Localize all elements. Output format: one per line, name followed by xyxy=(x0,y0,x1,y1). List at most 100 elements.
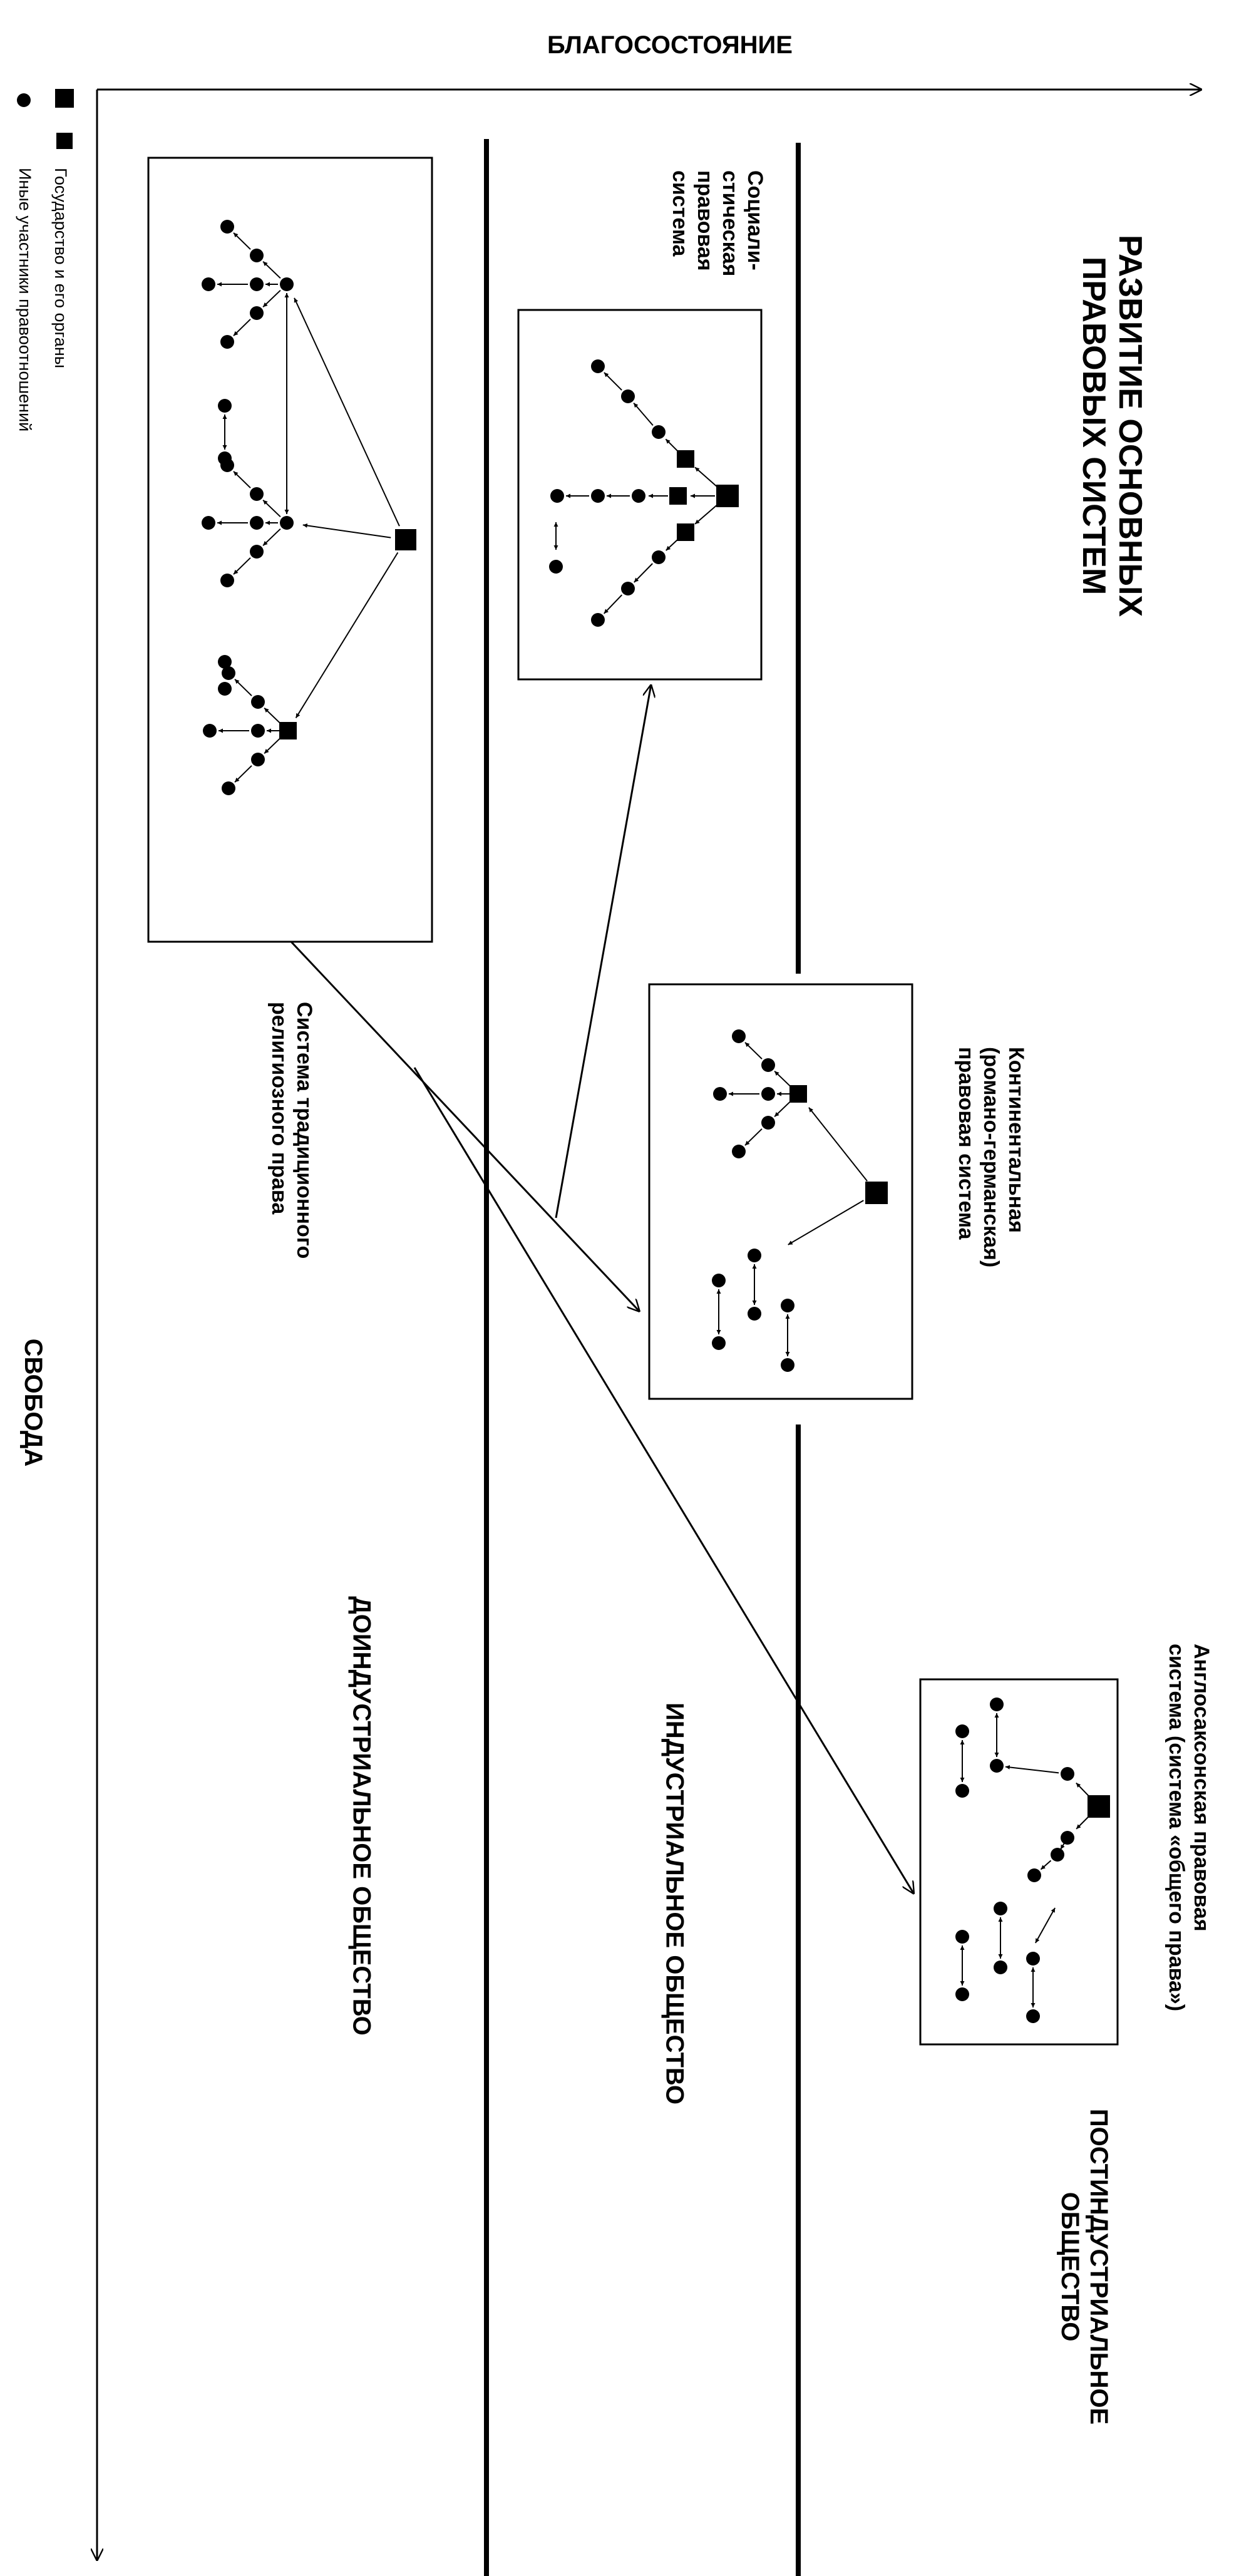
religious-label-line-2: религиозного права xyxy=(267,1002,291,1215)
continental-label-line-2: (романо-германская) xyxy=(979,1047,1003,1267)
participant-dot xyxy=(748,1307,761,1321)
state-square xyxy=(395,529,416,550)
relation-arrow xyxy=(1076,1782,1091,1798)
participant-dot xyxy=(250,277,264,291)
relation-arrow xyxy=(264,736,282,755)
relation-arrow xyxy=(302,523,391,538)
participant-dot xyxy=(1027,1868,1041,1882)
anglosaxon-system-box xyxy=(919,1678,1119,2046)
relation-arrow xyxy=(262,528,281,547)
participant-dot xyxy=(250,249,264,262)
religious-to-continental-arrow xyxy=(290,940,640,1312)
participant-dot xyxy=(251,724,265,738)
participant-dot xyxy=(220,220,234,234)
participant-dot xyxy=(621,582,635,595)
relation-arrow xyxy=(788,1200,864,1245)
state-square xyxy=(669,487,687,505)
relation-arrow xyxy=(665,438,679,453)
participant-dot xyxy=(591,489,605,503)
participant-dot xyxy=(712,1336,726,1350)
legend-state-square-large xyxy=(55,89,74,108)
participant-dot xyxy=(1026,2009,1040,2023)
participant-dot xyxy=(251,695,265,709)
axis-y-label-group: СВОБОДА xyxy=(19,1339,47,1467)
state-square xyxy=(677,523,694,541)
mutual-relation-arrow xyxy=(1035,1907,1056,1944)
relation-arrow xyxy=(694,503,719,525)
continental-label-line-1: Континентальная xyxy=(1004,1047,1028,1233)
participant-dot xyxy=(713,1087,727,1101)
relation-arrow xyxy=(744,1042,763,1059)
participant-dot xyxy=(218,655,232,669)
era-postindustrial-line-2: ОБЩЕСТВО xyxy=(1056,2192,1084,2342)
relation-arrow xyxy=(694,466,719,488)
relation-arrow xyxy=(262,499,281,518)
participant-dot xyxy=(220,574,234,587)
participant-dot xyxy=(732,1029,746,1043)
relation-arrow xyxy=(295,552,399,719)
participant-dot xyxy=(748,1249,761,1262)
relation-arrow xyxy=(1076,1815,1091,1830)
religious-system-box xyxy=(147,157,433,943)
state-square xyxy=(789,1085,807,1103)
legend-participants-label: Иные участники правоотношений xyxy=(16,168,34,431)
socialist-label-line-4: система xyxy=(668,170,692,257)
socialist-label-line-1: Социали- xyxy=(743,170,767,270)
state-square xyxy=(865,1182,888,1204)
state-square xyxy=(1087,1795,1110,1818)
relation-arrow xyxy=(634,563,653,583)
participant-dot xyxy=(652,550,666,564)
relation-arrow xyxy=(1040,1860,1052,1870)
relation-arrow xyxy=(233,232,251,250)
participant-dot xyxy=(1051,1848,1064,1862)
participant-dot xyxy=(621,389,635,403)
axis-y-label: СВОБОДА xyxy=(19,1339,47,1467)
participant-dot xyxy=(955,1930,969,1944)
relation-arrow xyxy=(262,289,281,308)
state-square xyxy=(279,722,297,739)
participant-dot xyxy=(990,1759,1004,1773)
participant-dot xyxy=(1061,1767,1074,1781)
participant-dot xyxy=(761,1058,775,1072)
participant-dot xyxy=(591,613,605,627)
state-square xyxy=(677,450,694,468)
socialist-label-line-3: правовая xyxy=(693,170,717,271)
relation-arrow xyxy=(264,707,282,726)
anglosaxon-label-line-1: Англосаксонская правовая xyxy=(1190,1644,1213,1932)
relation-arrow xyxy=(604,372,622,391)
legend-state-label: Государство и его органы xyxy=(51,168,70,368)
participant-dot xyxy=(218,682,232,696)
relation-arrow xyxy=(808,1107,868,1182)
anglosaxon-label-line-2: система (система «общего права») xyxy=(1165,1644,1188,2011)
era-industrial: ИНДУСТРИАЛЬНОЕ ОБЩЕСТВО xyxy=(661,1703,688,2105)
relation-arrow xyxy=(744,1128,763,1146)
relation-arrow xyxy=(1060,1843,1065,1850)
title-line-1: РАЗВИТИЕ ОСНОВНЫХ xyxy=(1112,235,1148,617)
axis-x-label: БЛАГОСОСТОЯНИЕ xyxy=(547,31,793,59)
relation-arrow xyxy=(666,538,679,551)
participant-dot xyxy=(994,1902,1007,1915)
participant-dot xyxy=(591,359,605,373)
legend-state-square xyxy=(56,133,73,149)
participant-dot xyxy=(222,781,235,795)
participant-dot xyxy=(202,516,215,530)
participant-dot xyxy=(632,489,645,503)
participant-dot xyxy=(955,1987,969,2001)
relation-arrow xyxy=(262,260,281,279)
participant-dot xyxy=(1026,1952,1040,1965)
socialist-label-line-2: стическая xyxy=(718,170,742,276)
relation-arrow xyxy=(1005,1765,1059,1774)
to-socialist-arrow xyxy=(555,684,651,1218)
legend: Государство и его органы Иные участники … xyxy=(16,89,74,431)
state-square xyxy=(716,485,739,507)
religious-to-anglosaxon-arrow xyxy=(413,1067,914,1894)
continental-label-line-3: правовая система xyxy=(954,1047,978,1240)
anglosaxon-system-label: Англосаксонская правовая система (систем… xyxy=(1165,1644,1213,2011)
relation-arrow xyxy=(774,1070,793,1089)
participant-dot xyxy=(761,1087,775,1101)
relation-arrow xyxy=(233,471,251,488)
participant-dot xyxy=(222,666,235,680)
participant-dot xyxy=(250,306,264,320)
era-postindustrial-line-1: ПОСТИНДУСТРИАЛЬНОЕ xyxy=(1085,2109,1113,2424)
